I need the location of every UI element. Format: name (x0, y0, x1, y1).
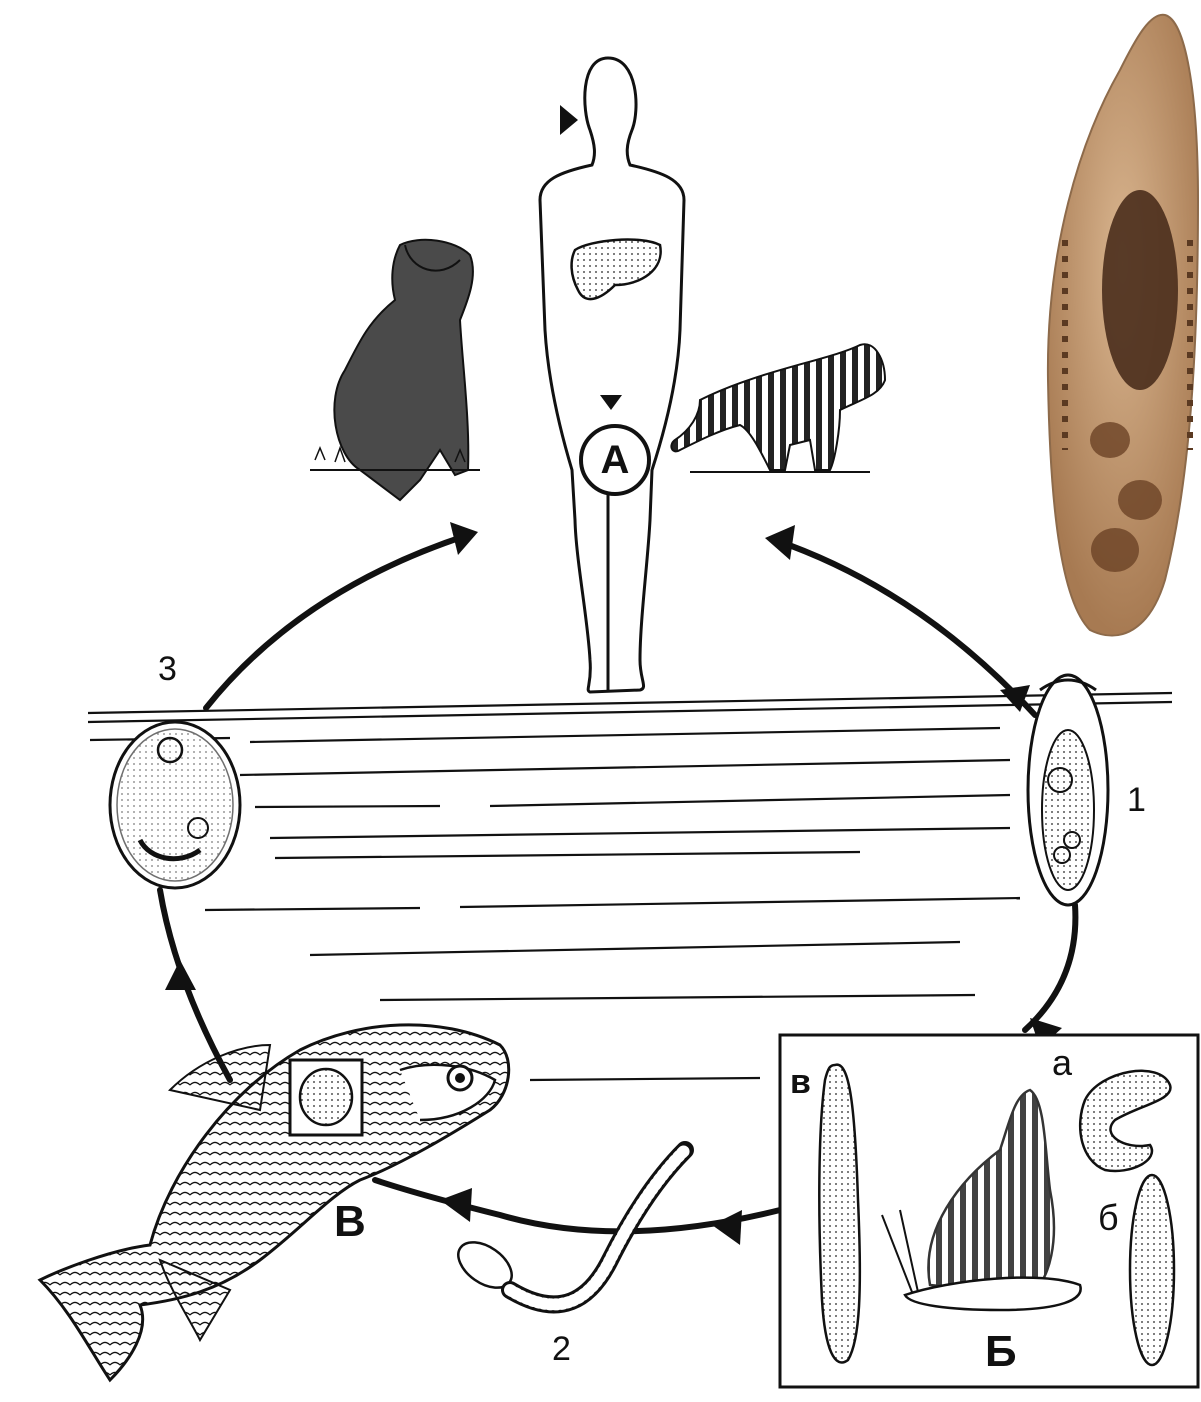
sub-label-v: в (790, 1065, 811, 1099)
egg-icon (1028, 675, 1108, 905)
redia-icon (819, 1065, 860, 1363)
fish-metacercaria-icon (300, 1069, 352, 1125)
stage-label-1: 1 (1127, 783, 1146, 817)
metacercaria-icon (110, 722, 240, 888)
liver-fluke-icon (1048, 15, 1198, 636)
cat-icon (671, 344, 885, 472)
water-body (88, 693, 1172, 1080)
fish-icon (40, 1025, 509, 1380)
human-silhouette-icon (540, 58, 684, 692)
host-label-v: В (334, 1200, 366, 1244)
marker-body-icon (600, 395, 622, 410)
stage-label-3: 3 (158, 652, 177, 686)
marker-neck-icon (560, 105, 578, 135)
stage-label-2: 2 (552, 1332, 571, 1366)
host-label-a: А (579, 424, 651, 496)
sporocyst-b-icon (1130, 1175, 1174, 1365)
sub-label-a: а (1052, 1045, 1072, 1081)
liver-icon (572, 240, 661, 300)
host-label-b: Б (985, 1330, 1017, 1374)
sub-label-b: б (1098, 1200, 1119, 1236)
dog-icon (310, 240, 480, 500)
